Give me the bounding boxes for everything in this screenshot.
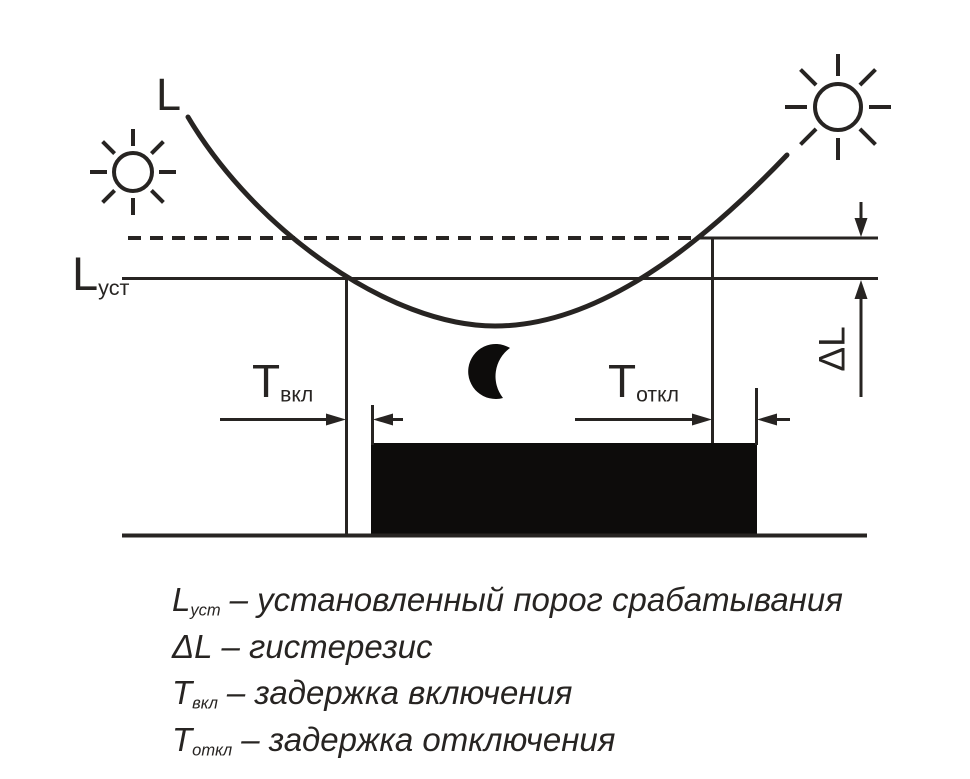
legend-item-t-off: Tоткл – задержка отключения	[172, 720, 843, 769]
threshold-label-sub: уст	[98, 274, 130, 300]
legend-term: ΔL	[172, 627, 213, 665]
legend-item-hysteresis: ΔL– гистерезис	[172, 627, 843, 676]
legend: Lуст – установленный порог срабатывания Δ…	[172, 582, 843, 768]
t-off-label-main: T	[608, 355, 637, 407]
light-level-curve	[185, 114, 790, 329]
legend-item-t-on: Tвкл – задержка включения	[172, 675, 843, 722]
t-off-dimension	[575, 413, 790, 426]
legend-term-sub: вкл	[192, 694, 218, 713]
t-on-label: Tвкл	[252, 358, 313, 406]
legend-definition: – гистерезис	[221, 627, 433, 665]
legend-term: T	[172, 674, 193, 712]
legend-term-sub: уст	[190, 601, 221, 620]
t-on-label-sub: вкл	[280, 383, 314, 407]
legend-definition: – задержка включения	[226, 674, 573, 712]
moon-icon	[468, 343, 510, 399]
legend-term: T	[172, 720, 193, 758]
curve-label: L	[156, 69, 182, 120]
relay-on-bar	[371, 443, 757, 535]
legend-term-sub: откл	[192, 741, 233, 760]
sun-icon	[785, 54, 891, 160]
delta-l-dimension	[854, 202, 868, 397]
threshold-label: Lуст	[72, 250, 129, 298]
hysteresis-label: ΔL	[811, 326, 853, 372]
t-off-label: Tоткл	[608, 358, 679, 406]
legend-definition: – задержка отключения	[241, 720, 616, 758]
legend-item-threshold: Lуст – установленный порог срабатывания	[172, 582, 843, 629]
threshold-label-main: L	[72, 247, 99, 300]
legend-term: L	[172, 581, 191, 618]
t-on-label-main: T	[252, 355, 281, 407]
legend-definition: – установленный порог срабатывания	[229, 581, 843, 618]
t-off-label-sub: откл	[636, 383, 679, 407]
t-on-dimension	[220, 413, 403, 426]
sun-icon	[90, 129, 176, 215]
